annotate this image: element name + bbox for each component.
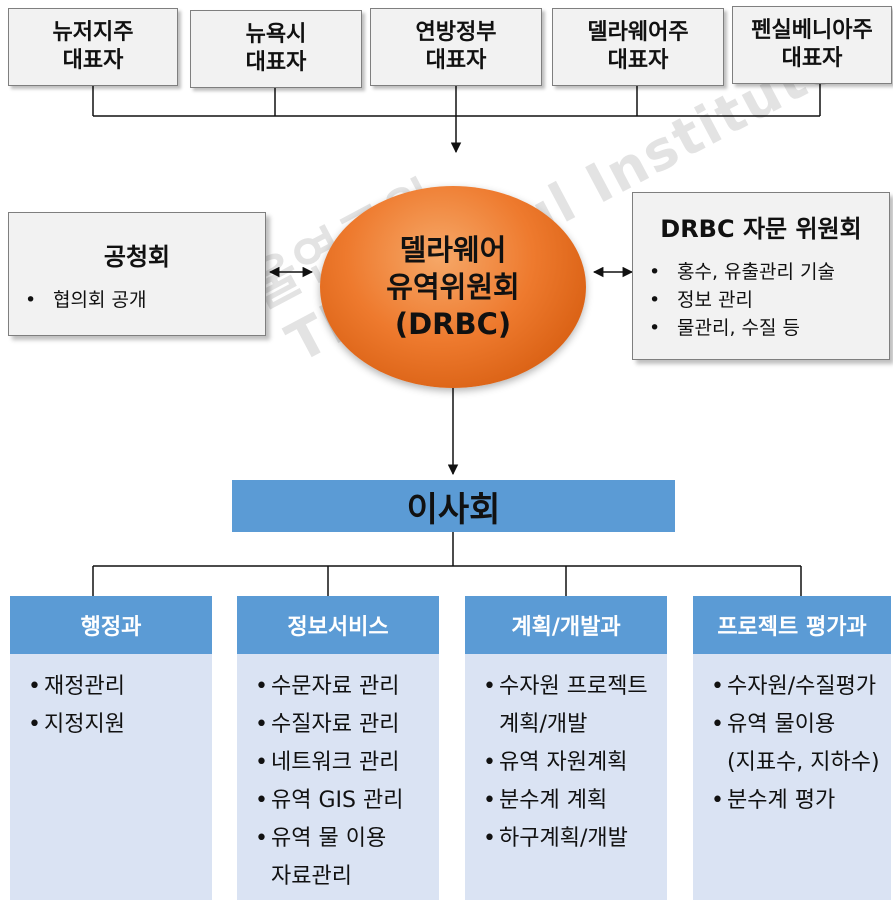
dept-title: 프로젝트 평가과 bbox=[693, 596, 891, 654]
dept-body: 재정관리 지정지원 bbox=[10, 654, 212, 900]
dept-body: 수자원 프로젝트 계획/개발 유역 자원계획 분수계 계획 하구계획/개발 bbox=[465, 654, 667, 900]
rep-label-line1: 펜실베니아주 bbox=[751, 18, 873, 43]
dept-item: 수자원 프로젝트 계획/개발 bbox=[465, 668, 667, 744]
rep-delaware: 델라웨어주 대표자 bbox=[552, 8, 724, 86]
dept-title: 정보서비스 bbox=[237, 596, 439, 654]
advisory-box: DRBC 자문 위원회 홍수, 유출관리 기술 정보 관리 물관리, 수질 등 bbox=[632, 192, 890, 360]
rep-label-line2: 대표자 bbox=[62, 48, 124, 73]
dept-information-services: 정보서비스 수문자료 관리 수질자료 관리 네트워크 관리 유역 GIS 관리 … bbox=[237, 596, 439, 900]
rep-label-line1: 델라웨어주 bbox=[587, 20, 689, 45]
dept-item: 유역 물 이용 자료관리 bbox=[237, 820, 439, 896]
rep-new-york-city: 뉴욕시 대표자 bbox=[190, 10, 362, 88]
dept-body: 수자원/수질평가 유역 물이용 (지표수, 지하수) 분수계 평가 bbox=[693, 654, 891, 900]
dept-item: 유역 자원계획 bbox=[465, 744, 667, 782]
dept-item: 수질자료 관리 bbox=[237, 706, 439, 744]
rep-label-line2: 대표자 bbox=[781, 46, 843, 71]
dept-title: 계획/개발과 bbox=[465, 596, 667, 654]
drbc-line2: 유역위원회 bbox=[386, 269, 520, 304]
advisory-item: 물관리, 수질 등 bbox=[633, 314, 889, 342]
dept-title: 행정과 bbox=[10, 596, 212, 654]
drbc-circle: 델라웨어 유역위원회 (DRBC) bbox=[320, 186, 586, 388]
advisory-item: 홍수, 유출관리 기술 bbox=[633, 258, 889, 286]
hearing-box: 공청회 협의회 공개 bbox=[8, 212, 266, 336]
rep-pennsylvania: 펜실베니아주 대표자 bbox=[732, 6, 892, 84]
board-title: 이사회 bbox=[406, 489, 501, 530]
drbc-line3: (DRBC) bbox=[394, 306, 512, 341]
advisory-title: DRBC 자문 위원회 bbox=[660, 215, 862, 243]
drbc-line1: 델라웨어 bbox=[399, 232, 507, 267]
dept-item: 지정지원 bbox=[10, 706, 212, 744]
rep-new-jersey: 뉴저지주 대표자 bbox=[8, 8, 178, 86]
dept-administration: 행정과 재정관리 지정지원 bbox=[10, 596, 212, 900]
dept-item: 재정관리 bbox=[10, 668, 212, 706]
board-box: 이사회 bbox=[232, 480, 675, 532]
hearing-title: 공청회 bbox=[103, 243, 171, 271]
rep-label-line1: 뉴저지주 bbox=[52, 20, 134, 45]
dept-item: 네트워크 관리 bbox=[237, 744, 439, 782]
rep-label-line2: 대표자 bbox=[607, 48, 669, 73]
rep-label-line1: 연방정부 bbox=[415, 20, 497, 45]
rep-federal: 연방정부 대표자 bbox=[370, 8, 542, 86]
rep-label-line2: 대표자 bbox=[425, 48, 487, 73]
dept-item: 분수계 계획 bbox=[465, 782, 667, 820]
rep-label-line2: 대표자 bbox=[245, 50, 307, 75]
dept-item: 수문자료 관리 bbox=[237, 668, 439, 706]
dept-body: 수문자료 관리 수질자료 관리 네트워크 관리 유역 GIS 관리 유역 물 이… bbox=[237, 654, 439, 900]
advisory-list: 홍수, 유출관리 기술 정보 관리 물관리, 수질 등 bbox=[633, 258, 889, 342]
dept-item: 하구계획/개발 bbox=[465, 820, 667, 858]
dept-project-evaluation: 프로젝트 평가과 수자원/수질평가 유역 물이용 (지표수, 지하수) 분수계 … bbox=[693, 596, 891, 900]
advisory-item: 정보 관리 bbox=[633, 286, 889, 314]
hearing-list: 협의회 공개 bbox=[9, 286, 265, 314]
dept-item: 유역 물이용 (지표수, 지하수) bbox=[693, 706, 891, 782]
dept-planning: 계획/개발과 수자원 프로젝트 계획/개발 유역 자원계획 분수계 계획 하구계… bbox=[465, 596, 667, 900]
dept-item: 유역 GIS 관리 bbox=[237, 782, 439, 820]
dept-item: 수자원/수질평가 bbox=[693, 668, 891, 706]
rep-label-line1: 뉴욕시 bbox=[245, 22, 307, 47]
hearing-item: 협의회 공개 bbox=[9, 286, 265, 314]
dept-item: 분수계 평가 bbox=[693, 782, 891, 820]
